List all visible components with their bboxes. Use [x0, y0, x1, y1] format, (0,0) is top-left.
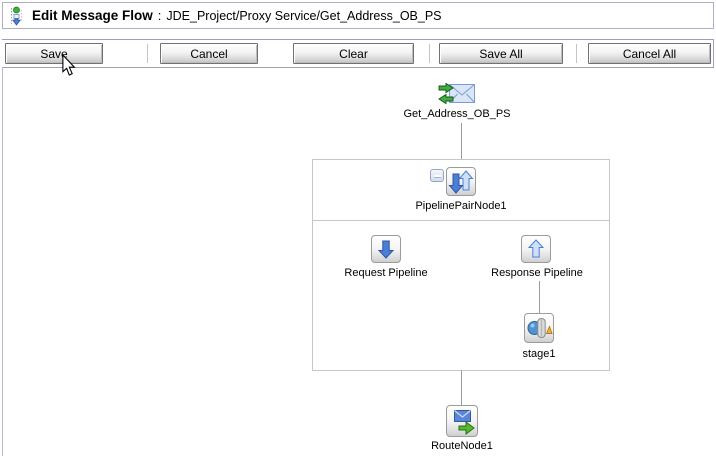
message-flow-icon: [9, 6, 24, 26]
page-title: Edit Message Flow: [32, 8, 153, 23]
proxy-service-icon[interactable]: [438, 81, 476, 112]
canvas-left-edge: [2, 67, 3, 456]
pipeline-pair-header: PipelinePairNode1: [313, 160, 609, 221]
request-pipeline-button[interactable]: [371, 235, 401, 263]
toolbar-divider: [576, 44, 577, 63]
proxy-node-label: Get_Address_OB_PS: [403, 108, 511, 120]
toolbar-divider: [429, 44, 430, 63]
collapse-minus-button[interactable]: [430, 169, 444, 182]
header: Edit Message Flow : JDE_Project/Proxy Se…: [2, 2, 714, 29]
request-pipeline-label: Request Pipeline: [344, 267, 428, 279]
cancel-all-button[interactable]: Cancel All: [588, 43, 711, 64]
title-separator: :: [157, 8, 162, 23]
up-arrow-icon: [527, 239, 545, 258]
toolbar-divider: [147, 44, 148, 63]
pipeline-pair-icon: [448, 169, 474, 194]
stage-icon: [527, 318, 553, 338]
pipeline-pair-box: PipelinePairNode1 Request Pipeline Respo…: [312, 159, 610, 371]
pipeline-pair-node-label: PipelinePairNode1: [415, 200, 507, 212]
stage-label: stage1: [522, 348, 556, 360]
connector-pipeline-to-route: [461, 370, 462, 406]
toolbar: Save Cancel Clear Save All Cancel All: [2, 39, 714, 68]
connector-response-to-stage: [539, 281, 540, 313]
down-arrow-icon: [377, 240, 395, 259]
clear-button[interactable]: Clear: [293, 43, 414, 64]
route-icon: [454, 410, 475, 435]
response-pipeline-button[interactable]: [521, 235, 551, 263]
pipeline-pair-node-button[interactable]: [446, 167, 476, 196]
mouse-cursor-icon: [61, 53, 77, 82]
stage-button[interactable]: [524, 313, 554, 343]
minus-icon: [433, 174, 441, 177]
cancel-button[interactable]: Cancel: [160, 43, 258, 64]
save-all-button[interactable]: Save All: [439, 43, 563, 64]
route-node-button[interactable]: [446, 405, 478, 437]
response-pipeline-label: Response Pipeline: [491, 267, 583, 279]
route-node-label: RouteNode1: [431, 440, 493, 452]
pipeline-pair-body: Request Pipeline Response Pipeline: [313, 221, 609, 370]
toolbar-right-edge: [713, 39, 714, 68]
connector-proxy-to-pipeline: [461, 123, 462, 159]
service-path: JDE_Project/Proxy Service/Get_Address_OB…: [166, 8, 442, 23]
save-button[interactable]: Save: [5, 43, 103, 64]
